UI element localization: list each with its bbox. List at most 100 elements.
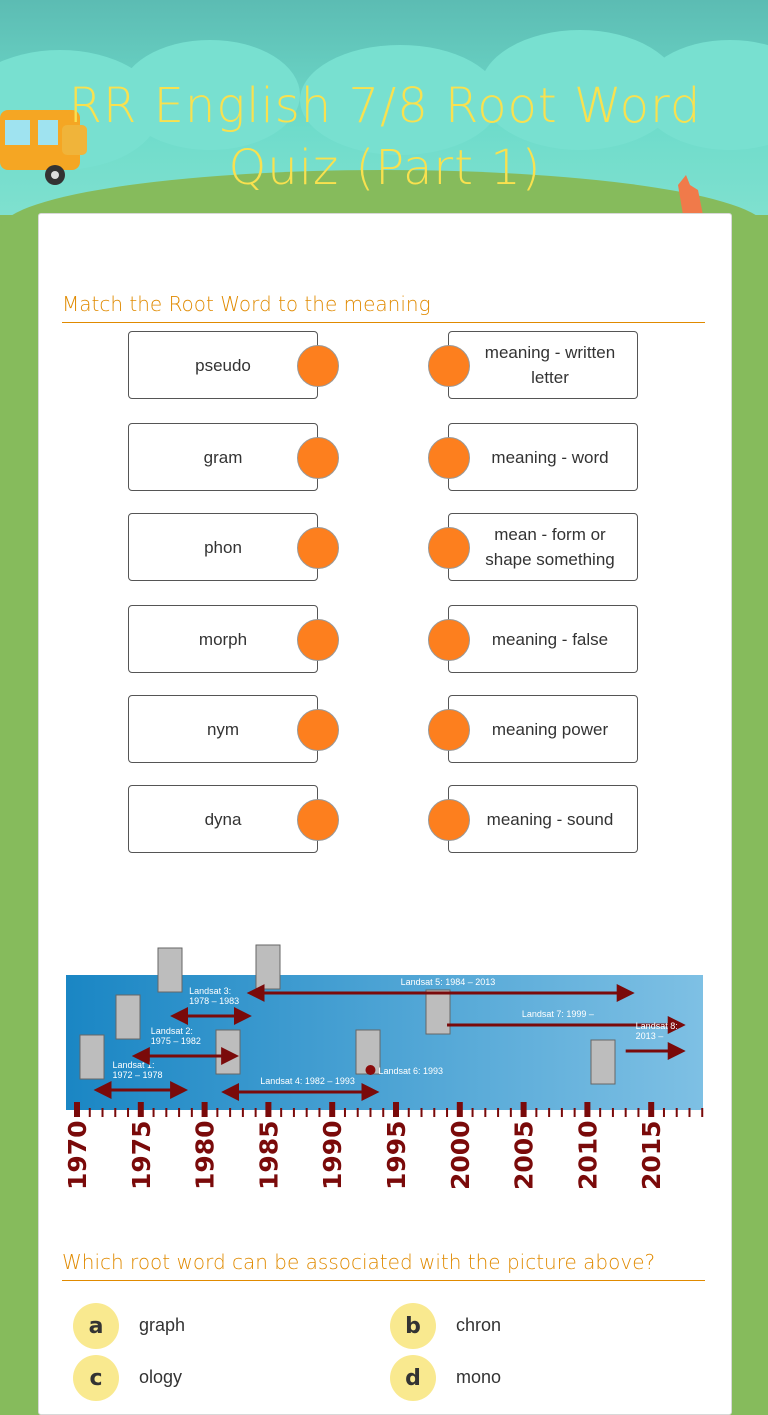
section-heading-matching: Match the Root Word to the meaning	[62, 292, 705, 323]
landsat-label: Landsat 7: 1999 –	[522, 1009, 594, 1019]
year-label: 1980	[191, 1120, 220, 1190]
section-heading-question: Which root word can be associated with t…	[62, 1250, 705, 1281]
landsat-label: Landsat 2:	[151, 1026, 193, 1036]
timeline-tick	[393, 1102, 399, 1117]
timeline-tick	[446, 1108, 449, 1117]
root-word-label: nym	[206, 719, 240, 739]
root-word-card[interactable]: phon	[128, 513, 318, 581]
landsat-label: 1978 – 1983	[189, 996, 239, 1006]
satellite-icon	[215, 1029, 241, 1075]
root-word-label: phon	[204, 537, 242, 557]
timeline-tick	[484, 1108, 487, 1117]
option-b-text[interactable]: chron	[456, 1315, 502, 1335]
landsat-label: 1972 – 1978	[113, 1070, 163, 1080]
satellite-icon	[425, 989, 451, 1035]
timeline-tick	[548, 1108, 551, 1117]
match-connector-right[interactable]	[428, 799, 470, 841]
timeline-tick	[305, 1108, 308, 1117]
timeline-tick	[675, 1108, 678, 1117]
timeline-tick	[152, 1108, 155, 1117]
option-letter: c	[89, 1365, 103, 1391]
meaning-card[interactable]: meaning - word	[448, 423, 638, 491]
match-connector-right[interactable]	[428, 709, 470, 751]
meaning-label: meaning - written letter	[484, 343, 616, 387]
option-c-text[interactable]: ology	[139, 1367, 183, 1387]
timeline-tick	[369, 1108, 372, 1117]
match-connector-left[interactable]	[297, 799, 339, 841]
root-word-card[interactable]: morph	[128, 605, 318, 673]
timeline-tick	[560, 1108, 563, 1117]
option-letter: a	[88, 1313, 104, 1339]
timeline-tick	[190, 1108, 193, 1117]
page-title: RR English 7/8 Root Word Quiz (Part 1)	[68, 78, 702, 196]
landsat-label: Landsat 8:	[636, 1021, 678, 1031]
timeline-tick	[356, 1108, 359, 1117]
timeline-tick	[688, 1108, 691, 1117]
option-c-button[interactable]: c	[73, 1355, 119, 1401]
timeline-tick	[433, 1108, 436, 1117]
landsat-label: Landsat 6: 1993	[378, 1066, 443, 1076]
match-connector-left[interactable]	[297, 619, 339, 661]
option-d-button[interactable]: d	[390, 1355, 436, 1401]
timeline-tick	[137, 1102, 144, 1117]
match-connector-right[interactable]	[428, 619, 470, 661]
timeline-tick	[420, 1108, 423, 1117]
meaning-card[interactable]: meaning power	[448, 695, 638, 763]
meaning-label: meaning - sound	[486, 809, 614, 829]
meaning-label: meaning - false	[491, 629, 609, 649]
meaning-card[interactable]: meaning - false	[448, 605, 638, 673]
meaning-card[interactable]: mean - form or shape something	[448, 513, 638, 581]
root-word-card[interactable]: gram	[128, 423, 318, 491]
match-connector-left[interactable]	[297, 527, 339, 569]
timeline-tick	[599, 1108, 602, 1117]
option-d-text[interactable]: mono	[456, 1367, 502, 1387]
timeline-tick	[648, 1102, 655, 1117]
root-word-card[interactable]: pseudo	[128, 331, 318, 399]
year-label: 1975	[127, 1120, 156, 1190]
option-a-text[interactable]: graph	[139, 1315, 186, 1335]
match-connector-right[interactable]	[428, 527, 470, 569]
timeline-tick	[229, 1108, 232, 1117]
match-connector-left[interactable]	[297, 437, 339, 479]
timeline-tick	[329, 1102, 336, 1117]
option-a-button[interactable]: a	[73, 1303, 119, 1349]
timeline-tick	[520, 1102, 527, 1117]
landsat-label: Landsat 1:	[113, 1060, 155, 1070]
meaning-label: meaning - word	[491, 447, 609, 467]
year-label: 2005	[510, 1120, 539, 1190]
meaning-card[interactable]: meaning - written letter	[448, 331, 638, 399]
satellite-icon	[590, 1039, 616, 1085]
fox-icon	[678, 175, 703, 215]
root-word-card[interactable]: nym	[128, 695, 318, 763]
timeline-tick	[241, 1108, 244, 1117]
root-word-card[interactable]: dyna	[128, 785, 318, 853]
meaning-label: mean - form or shape something	[485, 525, 615, 569]
satellite-icon	[79, 1034, 105, 1080]
timeline-tick	[497, 1108, 500, 1117]
landsat-label: Landsat 4: 1982 – 1993	[260, 1076, 355, 1086]
match-connector-right[interactable]	[428, 437, 470, 479]
landsat-label: Landsat 5: 1984 – 2013	[401, 977, 496, 987]
satellite-icon	[157, 947, 183, 993]
year-label: 1995	[382, 1120, 411, 1190]
timeline-tick	[280, 1108, 283, 1117]
year-label: 2010	[573, 1120, 602, 1190]
match-connector-right[interactable]	[428, 345, 470, 387]
root-word-label: dyna	[204, 809, 242, 829]
timeline-tick	[611, 1108, 614, 1117]
match-connector-left[interactable]	[297, 709, 339, 751]
timeline-tick	[127, 1108, 130, 1117]
year-label: 1970	[66, 1120, 92, 1190]
match-connector-left[interactable]	[297, 345, 339, 387]
timeline-tick	[584, 1102, 591, 1117]
option-b-button[interactable]: b	[390, 1303, 436, 1349]
timeline-tick	[509, 1108, 512, 1117]
year-label: 2000	[446, 1120, 475, 1190]
timeline-tick	[254, 1108, 257, 1117]
timeline-tick	[637, 1108, 640, 1117]
landsat-label: Landsat 3:	[189, 986, 231, 996]
meaning-card[interactable]: meaning - sound	[448, 785, 638, 853]
timeline-tick	[88, 1108, 91, 1117]
timeline-tick	[216, 1108, 219, 1117]
